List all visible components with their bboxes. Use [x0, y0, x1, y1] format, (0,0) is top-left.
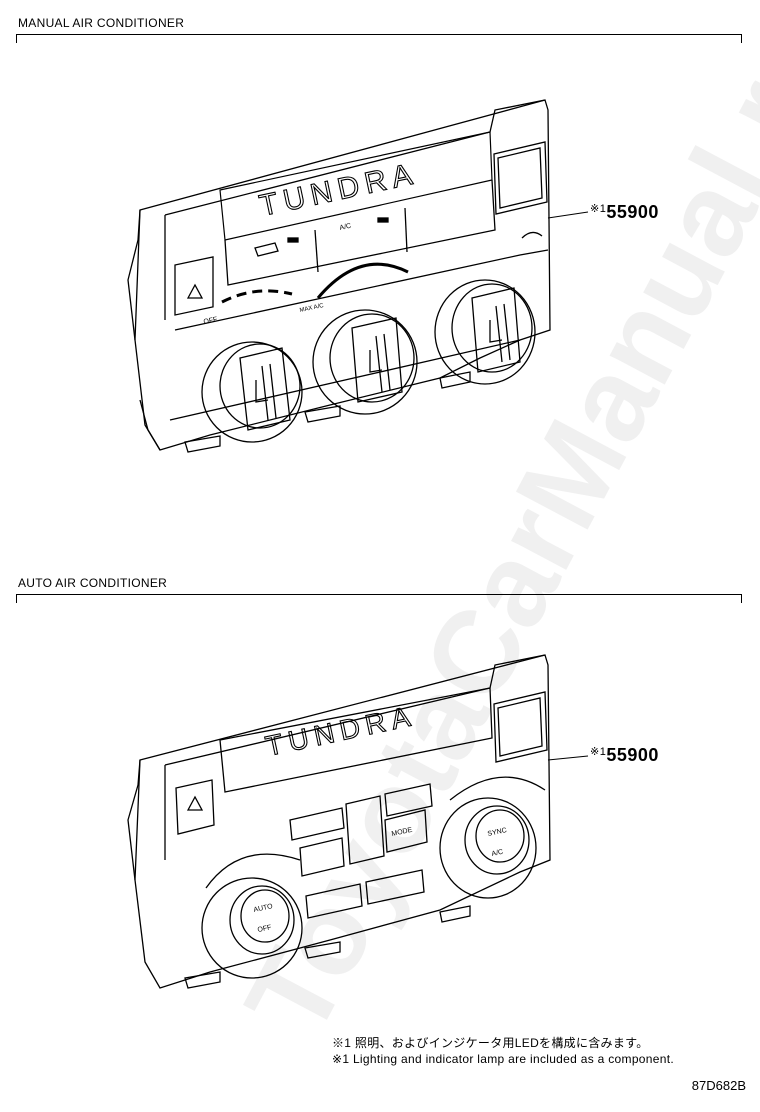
- auto-ref-prefix: ※1: [590, 746, 607, 758]
- auto-off-label: OFF: [257, 924, 272, 934]
- auto-ac-label: A/C: [491, 849, 504, 858]
- manual-ac-label: A/C: [339, 223, 352, 232]
- manual-section-frame: [16, 34, 742, 43]
- manual-brand-text: TUNDRA: [257, 157, 421, 223]
- note-japanese: ※1 照明、およびインジケータ用LEDを構成に含みます。: [332, 1036, 649, 1050]
- manual-section-title: MANUAL AIR CONDITIONER: [18, 16, 185, 30]
- auto-section-title: AUTO AIR CONDITIONER: [18, 576, 168, 590]
- manual-ac-panel-illustration: TUNDRA A/C OFF MAX A/C: [127, 99, 589, 453]
- manual-fan-off-label: OFF: [203, 316, 218, 326]
- auto-sync-label: SYNC: [487, 827, 507, 838]
- manual-ref-prefix: ※1: [590, 203, 607, 215]
- figure-id: 87D682B: [691, 1078, 746, 1093]
- auto-part-number-label: ※155900: [590, 745, 659, 766]
- manual-max-ac-label: MAX A/C: [299, 303, 325, 314]
- manual-part-number: 55900: [606, 202, 659, 222]
- auto-auto-label: AUTO: [253, 903, 274, 914]
- note-english: ※1 Lighting and indicator lamp are inclu…: [332, 1052, 674, 1066]
- manual-part-number-label: ※155900: [590, 202, 659, 223]
- auto-ac-panel-illustration: TUNDRA MODE AUTO OFF SYNC A/C: [127, 654, 589, 989]
- auto-brand-text: TUNDRA: [263, 700, 419, 762]
- auto-section-frame: [16, 594, 742, 603]
- auto-mode-label: MODE: [391, 827, 413, 838]
- auto-part-number: 55900: [606, 745, 659, 765]
